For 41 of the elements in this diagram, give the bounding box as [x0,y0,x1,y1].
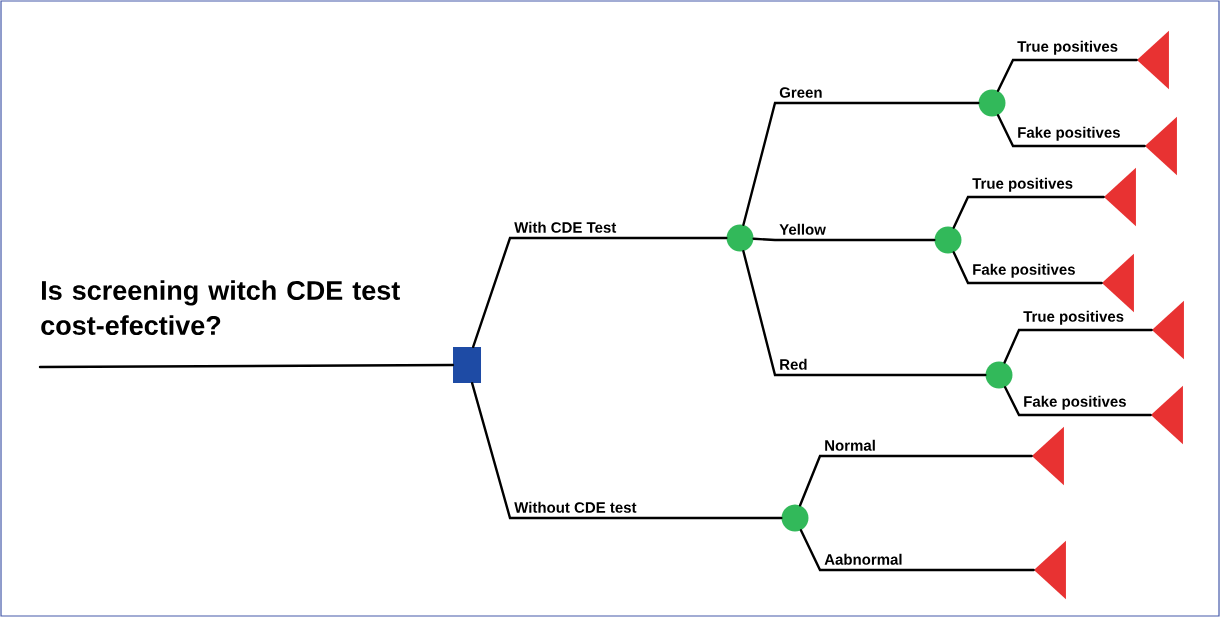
edge-label: True positives [1017,40,1118,55]
edge-label: Fake positives [973,263,1075,278]
edge-label: Fake positives [1024,395,1126,410]
chance-circle [781,504,809,532]
edge-label: Yellow [779,223,826,235]
edge-label: Green [779,87,822,98]
decision-square [453,347,481,383]
edge-label: Red [780,358,807,370]
edge-label: True positives [972,177,1073,192]
end-triangle [1144,116,1177,176]
chance-circle [934,226,962,254]
branch-line [952,251,1103,285]
end-triangle [1033,540,1066,600]
branch-line [742,101,980,226]
edge-label: Aabnormal [824,553,902,565]
branch-line [798,454,1033,507]
branch-line [1003,386,1152,417]
branch-line [471,236,728,348]
chance-circle [978,89,1006,117]
branch-line [996,58,1138,92]
end-triangle [1103,167,1136,227]
end-triangle [1031,426,1064,486]
branch-line [752,237,936,242]
edge-label: Fake positives [1018,126,1120,141]
end-triangle [1150,385,1183,445]
edge-label: True positives [1023,310,1124,325]
edge-label: Without CDE test [514,501,637,513]
end-triangle [1136,30,1169,90]
chance-circle [985,361,1013,389]
branch-line [742,250,987,377]
branch-line [952,195,1105,229]
end-triangle [1151,300,1184,360]
branch-line [38,363,454,369]
edge-label: Normal [825,439,875,451]
title: Is screening witch CDE test cost-efective? [41,280,400,335]
branch-line [996,114,1146,148]
chance-circle [726,224,754,252]
branch-line [470,382,783,520]
branch-line [1003,328,1153,364]
branch-line [799,529,1035,572]
edge-label: With CDE Test [514,221,617,233]
